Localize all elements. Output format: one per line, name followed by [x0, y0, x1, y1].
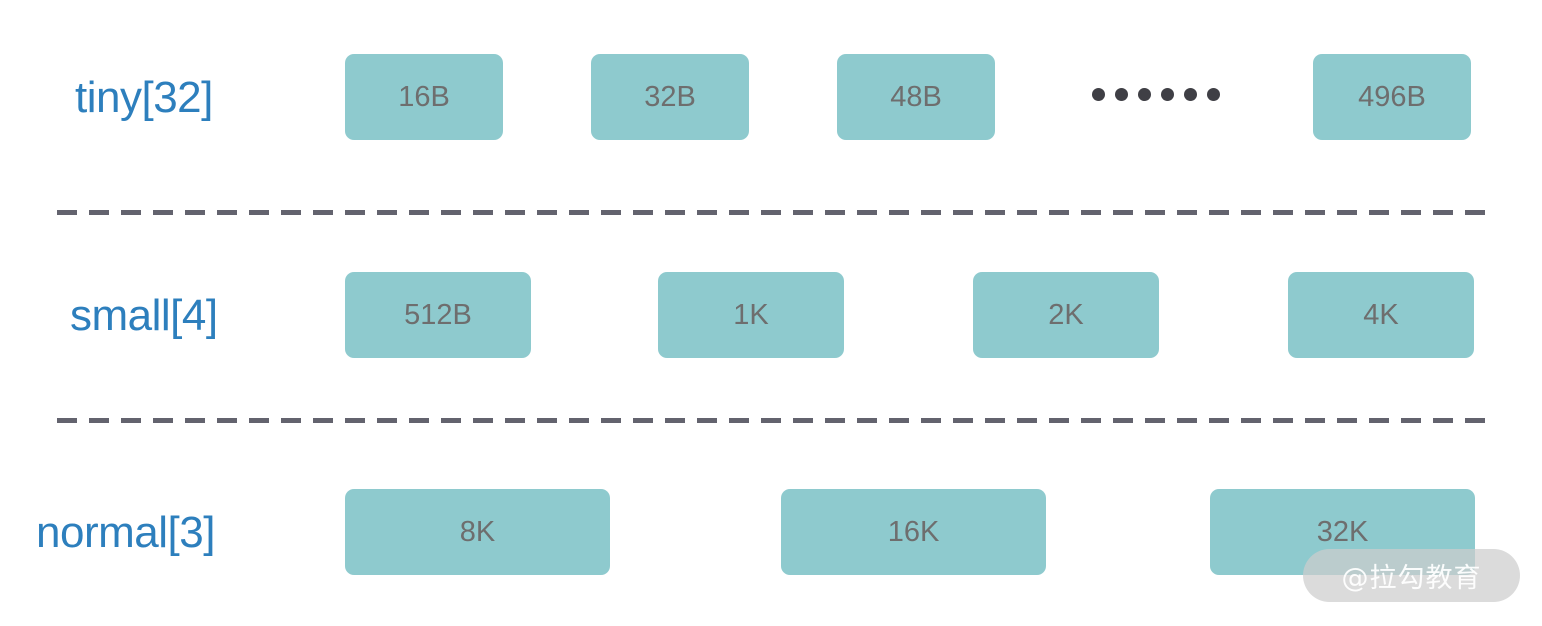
memory-block-label: 8K — [459, 515, 496, 548]
memory-block-label: 16K — [887, 515, 940, 548]
memory-block: 32B — [591, 54, 749, 140]
ellipsis-dot — [1207, 88, 1220, 101]
memory-block-label: 2K — [1048, 298, 1084, 331]
dashed-divider — [57, 418, 1490, 423]
memory-block: 496B — [1313, 54, 1471, 140]
memory-block: 2K — [973, 272, 1159, 358]
block-group-small: 512B 1K 2K 4K — [0, 258, 1542, 378]
ellipsis-dot — [1138, 88, 1151, 101]
memory-block: 512B — [345, 272, 531, 358]
ellipsis-dot — [1115, 88, 1128, 101]
row-label-normal: normal[3] — [36, 508, 215, 557]
block-group-tiny: 16B 32B 48B 496B — [0, 40, 1542, 160]
memory-block-label: 4K — [1363, 298, 1399, 331]
memory-block-label: 496B — [1358, 80, 1426, 113]
memory-block-label: 512B — [404, 298, 472, 331]
memory-block-label: 48B — [890, 80, 942, 113]
memory-block-label: 32K — [1316, 515, 1369, 548]
ellipsis-icon — [1092, 88, 1220, 101]
row-label-tiny: tiny[32] — [75, 73, 213, 122]
memory-block-label: 1K — [733, 298, 769, 331]
ellipsis-dot — [1092, 88, 1105, 101]
memory-block: 16K — [781, 489, 1046, 575]
memory-block: 1K — [658, 272, 844, 358]
size-class-row-small: small[4] 512B 1K 2K 4K — [0, 258, 1542, 378]
memory-block-label: 32B — [644, 80, 696, 113]
watermark-text: @拉勾教育 — [1341, 563, 1482, 594]
memory-block: 16B — [345, 54, 503, 140]
size-class-row-tiny: tiny[32] 16B 32B 48B 496B — [0, 40, 1542, 160]
ellipsis-dot — [1161, 88, 1174, 101]
dashed-divider — [57, 210, 1490, 215]
memory-block: 48B — [837, 54, 995, 140]
memory-block: 4K — [1288, 272, 1474, 358]
memory-block-label: 16B — [398, 80, 450, 113]
ellipsis-dot — [1184, 88, 1197, 101]
memory-block: 8K — [345, 489, 610, 575]
row-label-small: small[4] — [70, 291, 218, 340]
watermark-badge: @拉勾教育 — [1303, 549, 1520, 602]
